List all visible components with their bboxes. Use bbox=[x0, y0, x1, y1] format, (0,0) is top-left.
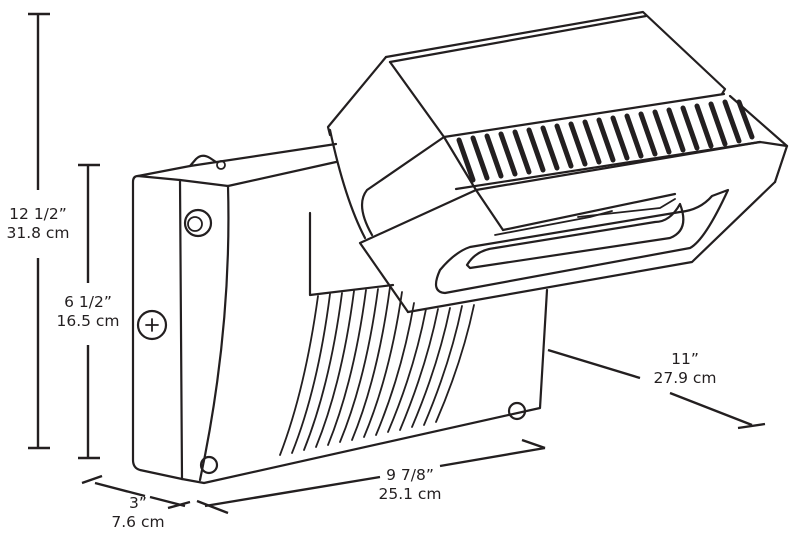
dim-label-width: 9 7/8” 25.1 cm bbox=[365, 466, 455, 504]
mounting-box bbox=[131, 142, 549, 485]
dimension-lines bbox=[28, 12, 766, 515]
dim-projection-imperial: 11” bbox=[671, 350, 699, 368]
dim-label-overall-height: 12 1/2” 31.8 cm bbox=[0, 205, 76, 243]
dim-overall-height-imperial: 12 1/2” bbox=[9, 205, 67, 223]
dim-label-body-height: 6 1/2” 16.5 cm bbox=[50, 293, 126, 331]
dim-body-height-imperial: 6 1/2” bbox=[64, 293, 112, 311]
dim-label-depth: 3” 7.6 cm bbox=[100, 494, 176, 532]
dim-label-projection: 11” 27.9 cm bbox=[640, 350, 730, 388]
dim-depth-metric: 7.6 cm bbox=[111, 513, 165, 531]
dim-projection-metric: 27.9 cm bbox=[653, 369, 717, 387]
dim-width-metric: 25.1 cm bbox=[378, 485, 442, 503]
dim-body-height-metric: 16.5 cm bbox=[56, 312, 120, 330]
cooling-fins bbox=[279, 286, 475, 456]
louvre-slots bbox=[456, 99, 755, 183]
phillips-screw-icon bbox=[136, 309, 168, 341]
lamp-head bbox=[326, 10, 789, 314]
dim-depth-imperial: 3” bbox=[129, 494, 147, 512]
dim-width-imperial: 9 7/8” bbox=[386, 466, 434, 484]
dim-overall-height-metric: 31.8 cm bbox=[6, 224, 70, 242]
